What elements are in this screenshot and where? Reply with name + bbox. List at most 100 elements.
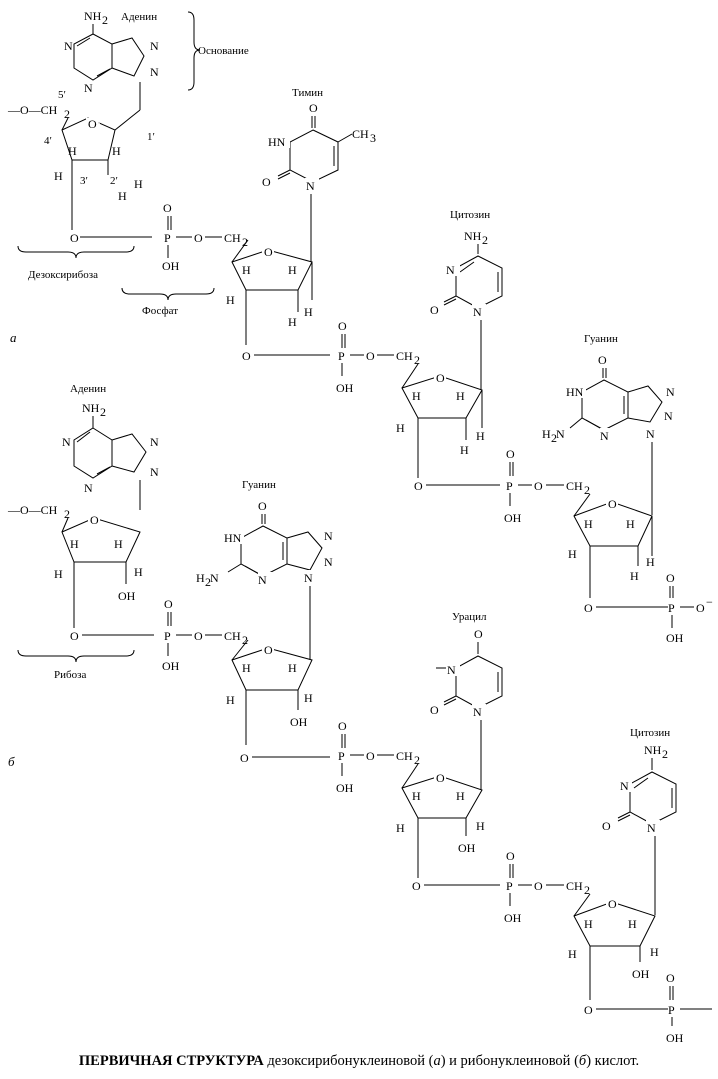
svg-text:H: H bbox=[118, 189, 127, 203]
phosphate-brace bbox=[121, 287, 215, 301]
svg-text:OH: OH bbox=[458, 841, 476, 855]
caption-part3: ) кислот. bbox=[586, 1053, 640, 1069]
svg-text:O: O bbox=[666, 571, 675, 585]
svg-text:N: N bbox=[473, 305, 482, 319]
caption-part1: дезоксирибонуклеиновой ( bbox=[263, 1053, 434, 1069]
svg-text:2: 2 bbox=[414, 353, 420, 367]
svg-text:H: H bbox=[304, 691, 313, 705]
svg-text:O: O bbox=[414, 479, 423, 493]
svg-text:H: H bbox=[196, 571, 205, 585]
ribose-brace bbox=[17, 649, 135, 663]
svg-text:O: O bbox=[598, 353, 607, 367]
svg-text:OH: OH bbox=[336, 781, 354, 795]
svg-text:O: O bbox=[338, 319, 347, 333]
svg-text:2: 2 bbox=[584, 483, 590, 497]
uracil-label-b: Урацил bbox=[452, 611, 487, 623]
svg-text:O: O bbox=[164, 597, 173, 611]
svg-text:O: O bbox=[506, 447, 515, 461]
svg-text:OH: OH bbox=[632, 967, 650, 981]
svg-text:O: O bbox=[436, 371, 445, 385]
svg-text:OH: OH bbox=[336, 381, 354, 395]
svg-text:O: O bbox=[430, 703, 439, 717]
svg-text:H: H bbox=[70, 537, 79, 551]
svg-text:N: N bbox=[306, 179, 315, 193]
svg-text:N: N bbox=[84, 481, 93, 495]
svg-text:CH: CH bbox=[566, 479, 583, 493]
sugar-brace-label: Дезоксирибоза bbox=[28, 269, 98, 281]
svg-text:O: O bbox=[194, 629, 203, 643]
svg-text:2: 2 bbox=[205, 575, 211, 589]
svg-text:O: O bbox=[474, 627, 483, 641]
svg-text:O: O bbox=[366, 349, 375, 363]
svg-text:H: H bbox=[542, 427, 551, 441]
svg-text:4′: 4′ bbox=[44, 135, 52, 147]
svg-text:H: H bbox=[568, 547, 577, 561]
svg-text:OH: OH bbox=[504, 911, 522, 925]
svg-text:O: O bbox=[436, 771, 445, 785]
svg-text:H: H bbox=[650, 945, 659, 959]
svg-text:N: N bbox=[556, 427, 565, 441]
svg-text:O: O bbox=[584, 601, 593, 615]
ribose-brace-label: Рибоза bbox=[54, 669, 86, 681]
caption-ital-b: б bbox=[578, 1053, 587, 1069]
svg-text:OH: OH bbox=[162, 259, 180, 273]
caption-part2: ) и рибонуклеиновой ( bbox=[440, 1053, 579, 1069]
adenine-label-b: Аденин bbox=[70, 383, 106, 395]
svg-text:P: P bbox=[338, 349, 345, 363]
svg-text:−: − bbox=[706, 595, 713, 609]
svg-text:O: O bbox=[309, 101, 318, 115]
svg-text:P: P bbox=[668, 601, 675, 615]
svg-text:2: 2 bbox=[242, 633, 248, 647]
svg-text:P: P bbox=[338, 749, 345, 763]
svg-text:O: O bbox=[70, 231, 79, 245]
svg-text:O: O bbox=[534, 879, 543, 893]
svg-text:—O—CH: —O—CH bbox=[7, 503, 58, 517]
svg-text:N: N bbox=[324, 529, 333, 543]
sugar-brace bbox=[17, 245, 135, 259]
svg-text:O: O bbox=[366, 749, 375, 763]
svg-text:2: 2 bbox=[482, 233, 488, 247]
svg-text:O: O bbox=[242, 349, 251, 363]
svg-text:N: N bbox=[258, 573, 267, 587]
svg-text:H: H bbox=[288, 263, 297, 277]
phosphate-brace-label: Фосфат bbox=[142, 305, 178, 317]
svg-text:OH: OH bbox=[504, 511, 522, 525]
svg-text:N: N bbox=[150, 39, 159, 53]
svg-text:OH: OH bbox=[118, 589, 136, 603]
svg-text:H: H bbox=[288, 661, 297, 675]
svg-text:2: 2 bbox=[102, 13, 108, 27]
svg-text:N: N bbox=[150, 65, 159, 79]
guanine-label-b: Гуанин bbox=[242, 479, 276, 491]
svg-text:N: N bbox=[664, 409, 673, 423]
figure-caption: ПЕРВИЧНАЯ СТРУКТУРА дезоксирибонуклеинов… bbox=[0, 1053, 718, 1070]
svg-text:H: H bbox=[396, 421, 405, 435]
svg-text:H: H bbox=[584, 517, 593, 531]
svg-text:H: H bbox=[288, 315, 297, 329]
svg-text:H: H bbox=[630, 569, 639, 583]
svg-text:2: 2 bbox=[662, 747, 668, 761]
cytosine-label-b: Цитозин bbox=[630, 727, 670, 739]
svg-text:CH: CH bbox=[396, 349, 413, 363]
caption-bold: ПЕРВИЧНАЯ СТРУКТУРА bbox=[78, 1053, 264, 1069]
svg-text:N: N bbox=[324, 555, 333, 569]
svg-text:3′: 3′ bbox=[80, 175, 88, 187]
svg-text:O: O bbox=[88, 117, 97, 131]
svg-text:O: O bbox=[608, 497, 617, 511]
svg-text:NH: NH bbox=[84, 9, 102, 23]
svg-text:5′: 5′ bbox=[58, 89, 66, 101]
svg-text:H: H bbox=[456, 389, 465, 403]
uracil-base-b: Урацил O N O N bbox=[430, 611, 503, 790]
svg-text:O: O bbox=[608, 897, 617, 911]
svg-text:OH: OH bbox=[162, 659, 180, 673]
svg-text:O: O bbox=[534, 479, 543, 493]
